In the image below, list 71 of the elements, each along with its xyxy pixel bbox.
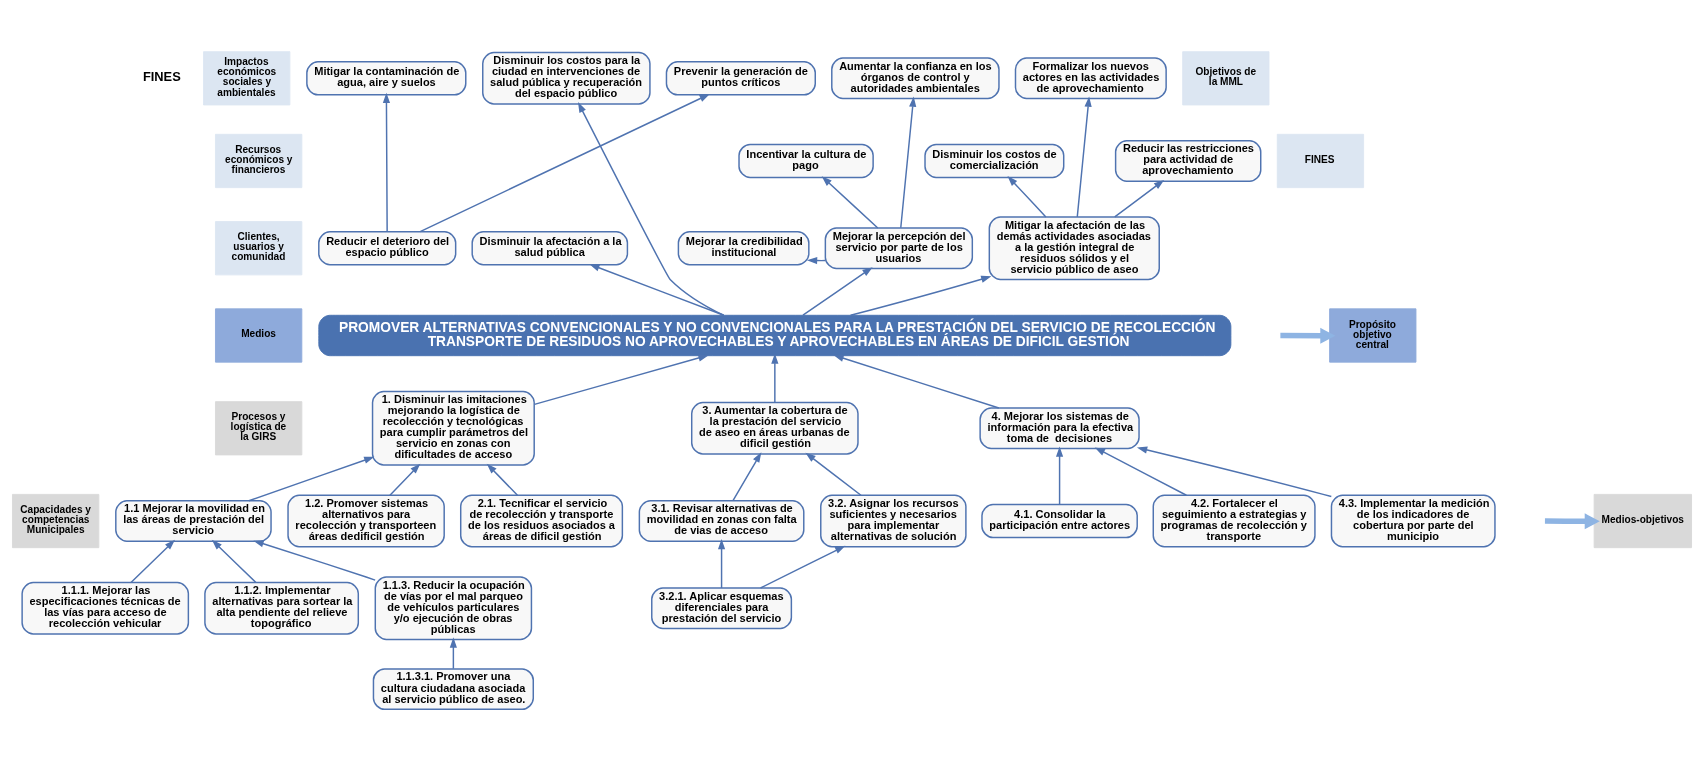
arrow <box>805 452 862 496</box>
arrow <box>382 92 391 233</box>
node-box: Medios-objetivos <box>1593 493 1692 549</box>
node-box: 1.1.1. Mejorar las especificaciones técnicas de las vías para acceso de recolección vehicular <box>21 581 190 635</box>
node-box: 1.1.2. Implementar alternativas para sortear la alta pendiente del relieve topográfico <box>204 581 360 635</box>
node-box: 3.2. Asignar los recursos suficientes y necesarios para implementar alternativas de solución <box>820 494 967 548</box>
arrow <box>900 96 917 229</box>
node-box: Disminuir los costos de comercialización <box>924 143 1065 179</box>
node-box: FINES <box>1276 133 1365 189</box>
arrow <box>589 264 725 316</box>
node-box: Capacidades y competencias Municipales <box>12 493 100 549</box>
node-box: Formalizar los nuevos actores en las actividades de aprovechamiento <box>1014 57 1167 100</box>
arrow <box>821 176 879 229</box>
node-box: 4.2. Fortalecer el seguimiento a estrategias y programas de recolección y transporte <box>1152 494 1316 548</box>
arrow <box>1076 96 1092 218</box>
node-box: Disminuir los costos para la ciudad en intervenciones de salud pública y recuperación del espacio público <box>482 51 651 105</box>
arrow <box>130 539 175 584</box>
node-box: Aumentar la confianza en los órganos de control y autoridades ambientales <box>831 57 1000 100</box>
node-box: 4.3. Implementar la medición de los indicadores de cobertura por parte del municipio <box>1330 494 1496 548</box>
node-box: Reducir el deterioro del espacio público <box>318 230 457 266</box>
node-box: Objetivos de la MML <box>1182 51 1270 106</box>
node-box: 1. Disminuir las imitaciones mejorando la logística de recolección y tecnológicas para cumplir parámetros del servicio en zonas con dificultades de acceso <box>371 390 535 466</box>
arrow <box>577 102 725 316</box>
arrow <box>1114 179 1165 218</box>
node-box: 1.1 Mejorar la movilidad en las áreas de prestación del servicio <box>115 500 272 542</box>
node-box: PROMOVER ALTERNATIVAS CONVENCIONALES Y NO CONVENCIONALES PARA LA PRESTACIÓN DEL SERVICIO DE RECOLECCIÓN TRANSPORTE DE RESIDUOS NO APROVECHABLES Y APROVECHABLES EN ÁREAS DE DIFICIL GESTIÓN <box>318 314 1232 357</box>
node-box: 3.2.1. Aplicar esquemas diferenciales para prestación del servicio <box>651 587 793 630</box>
arrow <box>1136 446 1333 498</box>
node-box: 1.2. Promover sistemas alternativos para recolección y transporteen áreas dedificil gestión <box>287 494 445 548</box>
arrow <box>1544 513 1600 530</box>
arrow <box>533 354 709 406</box>
arrow <box>486 463 519 496</box>
arrow <box>389 463 421 496</box>
arrow <box>833 354 1000 409</box>
node-box: Procesos y logística de la GIRS <box>215 401 303 456</box>
node-box: Propósito objetivo central <box>1329 308 1417 363</box>
arrow <box>802 267 873 316</box>
node-box: Reducir las restricciones para actividad de aprovechamiento <box>1114 140 1262 182</box>
arrow <box>717 539 726 589</box>
arrow <box>1055 446 1064 505</box>
arrow <box>1094 447 1188 496</box>
arrow <box>759 545 846 589</box>
node-box: 4.1. Consolidar la participación entre actores <box>981 503 1138 539</box>
node-box: 3.1. Revisar alternativas de movilidad en zonas con falta de vias de acceso <box>638 500 805 542</box>
node-box: 2.1. Tecnificar el servicio de recolección y transporte de los residuos asociados a áreas de dificil gestión <box>460 494 624 548</box>
node-box: Impactos económicos sociales y ambientales <box>203 51 291 106</box>
arrow <box>1007 175 1047 218</box>
node-box: Mejorar la credibilidad institucional <box>677 230 810 266</box>
node-box: 1.1.3.1. Promover una cultura ciudadana asociada al servicio público de aseo. <box>372 668 534 711</box>
arrow <box>849 275 992 316</box>
arrow <box>732 452 762 502</box>
arrow <box>771 353 779 404</box>
arrow <box>419 93 710 233</box>
arrow <box>449 637 457 670</box>
node-box: Recursos económicos y financieros <box>215 133 303 189</box>
node-box: Mitigar la afectación de las demás actividades asociadas a la gestión integral de residuos sólidos y el servicio público de aseo <box>988 216 1160 281</box>
arrow <box>253 540 376 581</box>
label: FINES <box>142 68 181 84</box>
node-box: Prevenir la generación de puntos críticos <box>665 61 816 96</box>
node-box: 3. Aumentar la cobertura de la prestación del servicio de aseo en áreas urbanas de dificil gestión <box>691 401 859 455</box>
node-box: 1.1.3. Reducir la ocupación de vías por el mal parqueo de vehículos particulares y/o ejecución de obras públicas <box>374 576 533 641</box>
node-box: Disminuir la afectación a la salud pública <box>471 230 629 266</box>
node-box: 4. Mejorar los sistemas de información para la efectiva toma de decisiones <box>979 407 1140 450</box>
node-box: Medios <box>215 308 303 363</box>
node-box: Incentivar la cultura de pago <box>738 143 874 179</box>
arrow <box>248 456 375 502</box>
arrow <box>1280 327 1336 344</box>
node-box: Mejorar la percepción del servicio por parte de los usuarios <box>824 227 974 270</box>
node-box: Clientes, usuarios y comunidad <box>215 221 303 276</box>
node-box: Mitigar la contaminación de agua, aire y suelos <box>306 61 467 96</box>
arrow <box>211 539 257 584</box>
